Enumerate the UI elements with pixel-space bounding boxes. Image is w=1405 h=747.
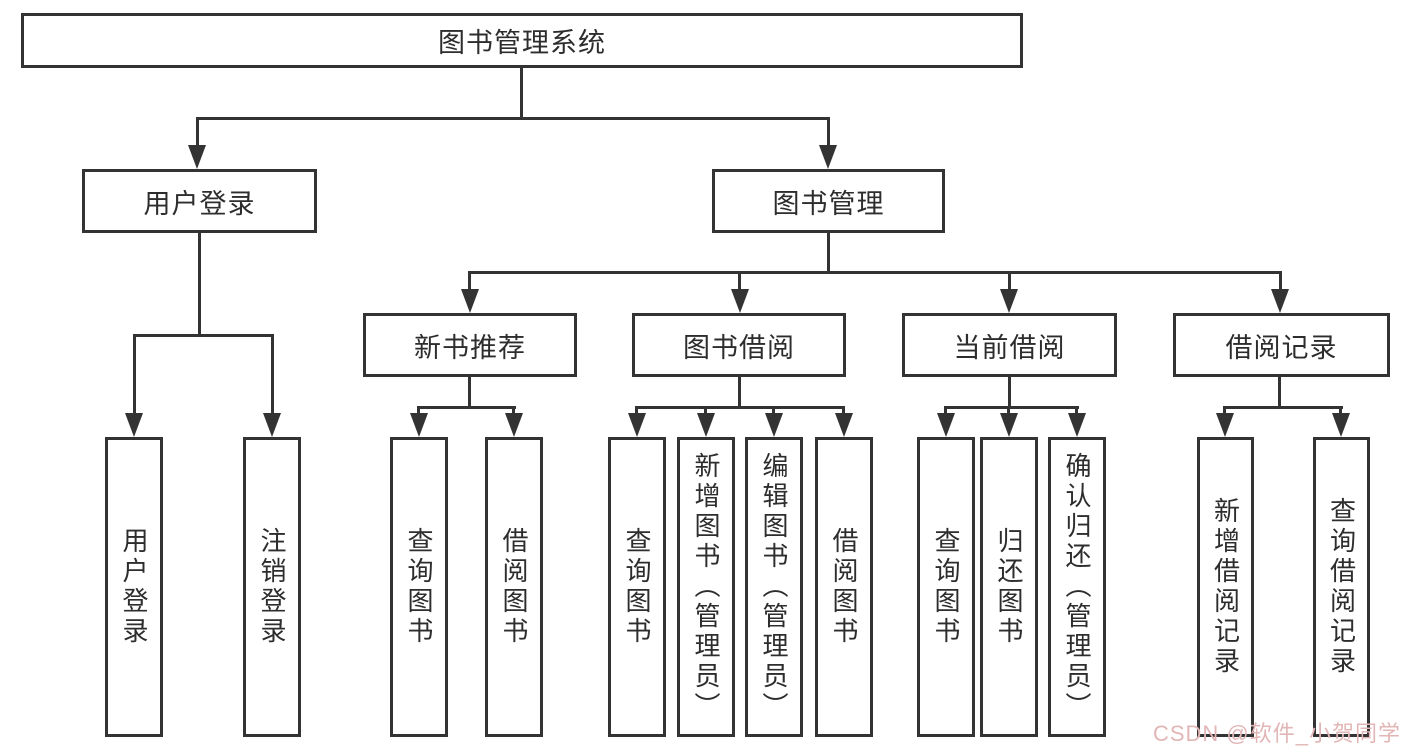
connector-borrowing-leaf-hline	[636, 406, 845, 409]
connector-newrec-drop	[468, 271, 471, 292]
connector-leaf-userlogin-drop	[133, 334, 136, 415]
leaf-user-login: 用户登录	[105, 437, 163, 737]
connector-records-stem	[1278, 377, 1281, 409]
leaf-logout: 注销登录	[243, 437, 301, 737]
leaf-borrow-query-books: 查询图书	[608, 437, 666, 737]
connector-l3-hline	[468, 271, 1282, 274]
leaf-edit-books-admin: 编辑图书（管理员）	[745, 437, 803, 737]
csdn-watermark: CSDN @软件_小贺同学	[1152, 721, 1401, 746]
connector-drop-bb-query	[635, 406, 638, 418]
node-borrowing-records: 借阅记录	[1173, 313, 1390, 377]
arrowhead-to-current-borrowing	[1000, 289, 1018, 313]
leaf-newrec-query-books: 查询图书	[390, 437, 448, 737]
connector-borrowing-stem	[738, 377, 741, 409]
connector-l2-hline	[196, 117, 830, 120]
connector-drop-cb-return	[1007, 406, 1010, 418]
leaf-return-books: 归还图书	[980, 437, 1038, 737]
connector-current-drop	[1008, 271, 1011, 292]
leaf-borrow-books: 借阅图书	[815, 437, 873, 737]
connector-borrowing-drop	[738, 271, 741, 292]
arrowhead-to-newrec-query-books	[410, 413, 428, 437]
arrowhead-to-borrowing-records	[1271, 289, 1289, 313]
arrowhead-to-leaf-user-login	[125, 413, 143, 437]
leaf-add-borrow-record: 新增借阅记录	[1197, 437, 1254, 737]
connector-userlogin-hline	[133, 334, 274, 337]
arrowhead-to-book-management	[819, 145, 837, 169]
connector-userlogin-stem	[198, 233, 201, 337]
connector-drop-br-add	[1223, 406, 1226, 418]
arrowhead-to-cb-query-books	[937, 413, 955, 437]
connector-root-stem	[520, 68, 523, 120]
arrowhead-to-bb-add-books	[697, 413, 715, 437]
connector-drop-bb-edit	[772, 406, 775, 418]
connector-drop-bb-borrow	[842, 406, 845, 418]
node-book-borrowing: 图书借阅	[632, 313, 846, 377]
node-current-borrowing: 当前借阅	[902, 313, 1117, 377]
arrowhead-to-cb-return-books	[1000, 413, 1018, 437]
leaf-current-query-books: 查询图书	[917, 437, 975, 737]
arrowhead-to-leaf-logout	[263, 413, 281, 437]
node-library-system: 图书管理系统	[21, 13, 1023, 68]
connector-current-leaf-hline	[945, 406, 1079, 409]
connector-drop-cb-confirm	[1075, 406, 1078, 418]
connector-current-stem	[1008, 377, 1011, 409]
arrowhead-to-bb-edit-books	[765, 413, 783, 437]
connector-drop-br-query	[1339, 406, 1342, 418]
connector-bookmgmt-stem	[827, 233, 830, 274]
connector-userlogin-drop	[196, 117, 199, 150]
leaf-newrec-borrow-books: 借阅图书	[485, 437, 543, 737]
connector-drop-newrec-borrow	[512, 406, 515, 418]
arrowhead-to-bb-borrow-books	[835, 413, 853, 437]
node-new-book-recommend: 新书推荐	[363, 313, 577, 377]
connector-bookmgmt-drop	[827, 117, 830, 150]
connector-drop-cb-query	[944, 406, 947, 418]
connector-records-drop	[1279, 271, 1282, 292]
arrowhead-to-new-book-recommend	[461, 289, 479, 313]
arrowhead-to-cb-confirm-return	[1068, 413, 1086, 437]
connector-leaf-logout-drop	[271, 334, 274, 415]
arrowhead-to-br-query-record	[1332, 413, 1350, 437]
arrowhead-to-newrec-borrow-books	[505, 413, 523, 437]
connector-drop-bb-add	[704, 406, 707, 418]
arrowhead-to-book-borrowing	[731, 289, 749, 313]
connector-records-leaf-hline	[1224, 406, 1343, 409]
connector-newrec-leaf-hline	[418, 406, 516, 409]
node-book-management: 图书管理	[712, 169, 945, 233]
leaf-add-books-admin: 新增图书（管理员）	[677, 437, 735, 737]
arrowhead-to-br-add-record	[1216, 413, 1234, 437]
leaf-query-borrow-record: 查询借阅记录	[1313, 437, 1370, 737]
node-user-login: 用户登录	[82, 169, 317, 233]
connector-drop-newrec-query	[417, 406, 420, 418]
leaf-confirm-return-admin: 确认归还（管理员）	[1048, 437, 1106, 737]
connector-newrec-stem	[468, 377, 471, 409]
arrowhead-to-user-login	[188, 145, 206, 169]
arrowhead-to-bb-query-books	[628, 413, 646, 437]
